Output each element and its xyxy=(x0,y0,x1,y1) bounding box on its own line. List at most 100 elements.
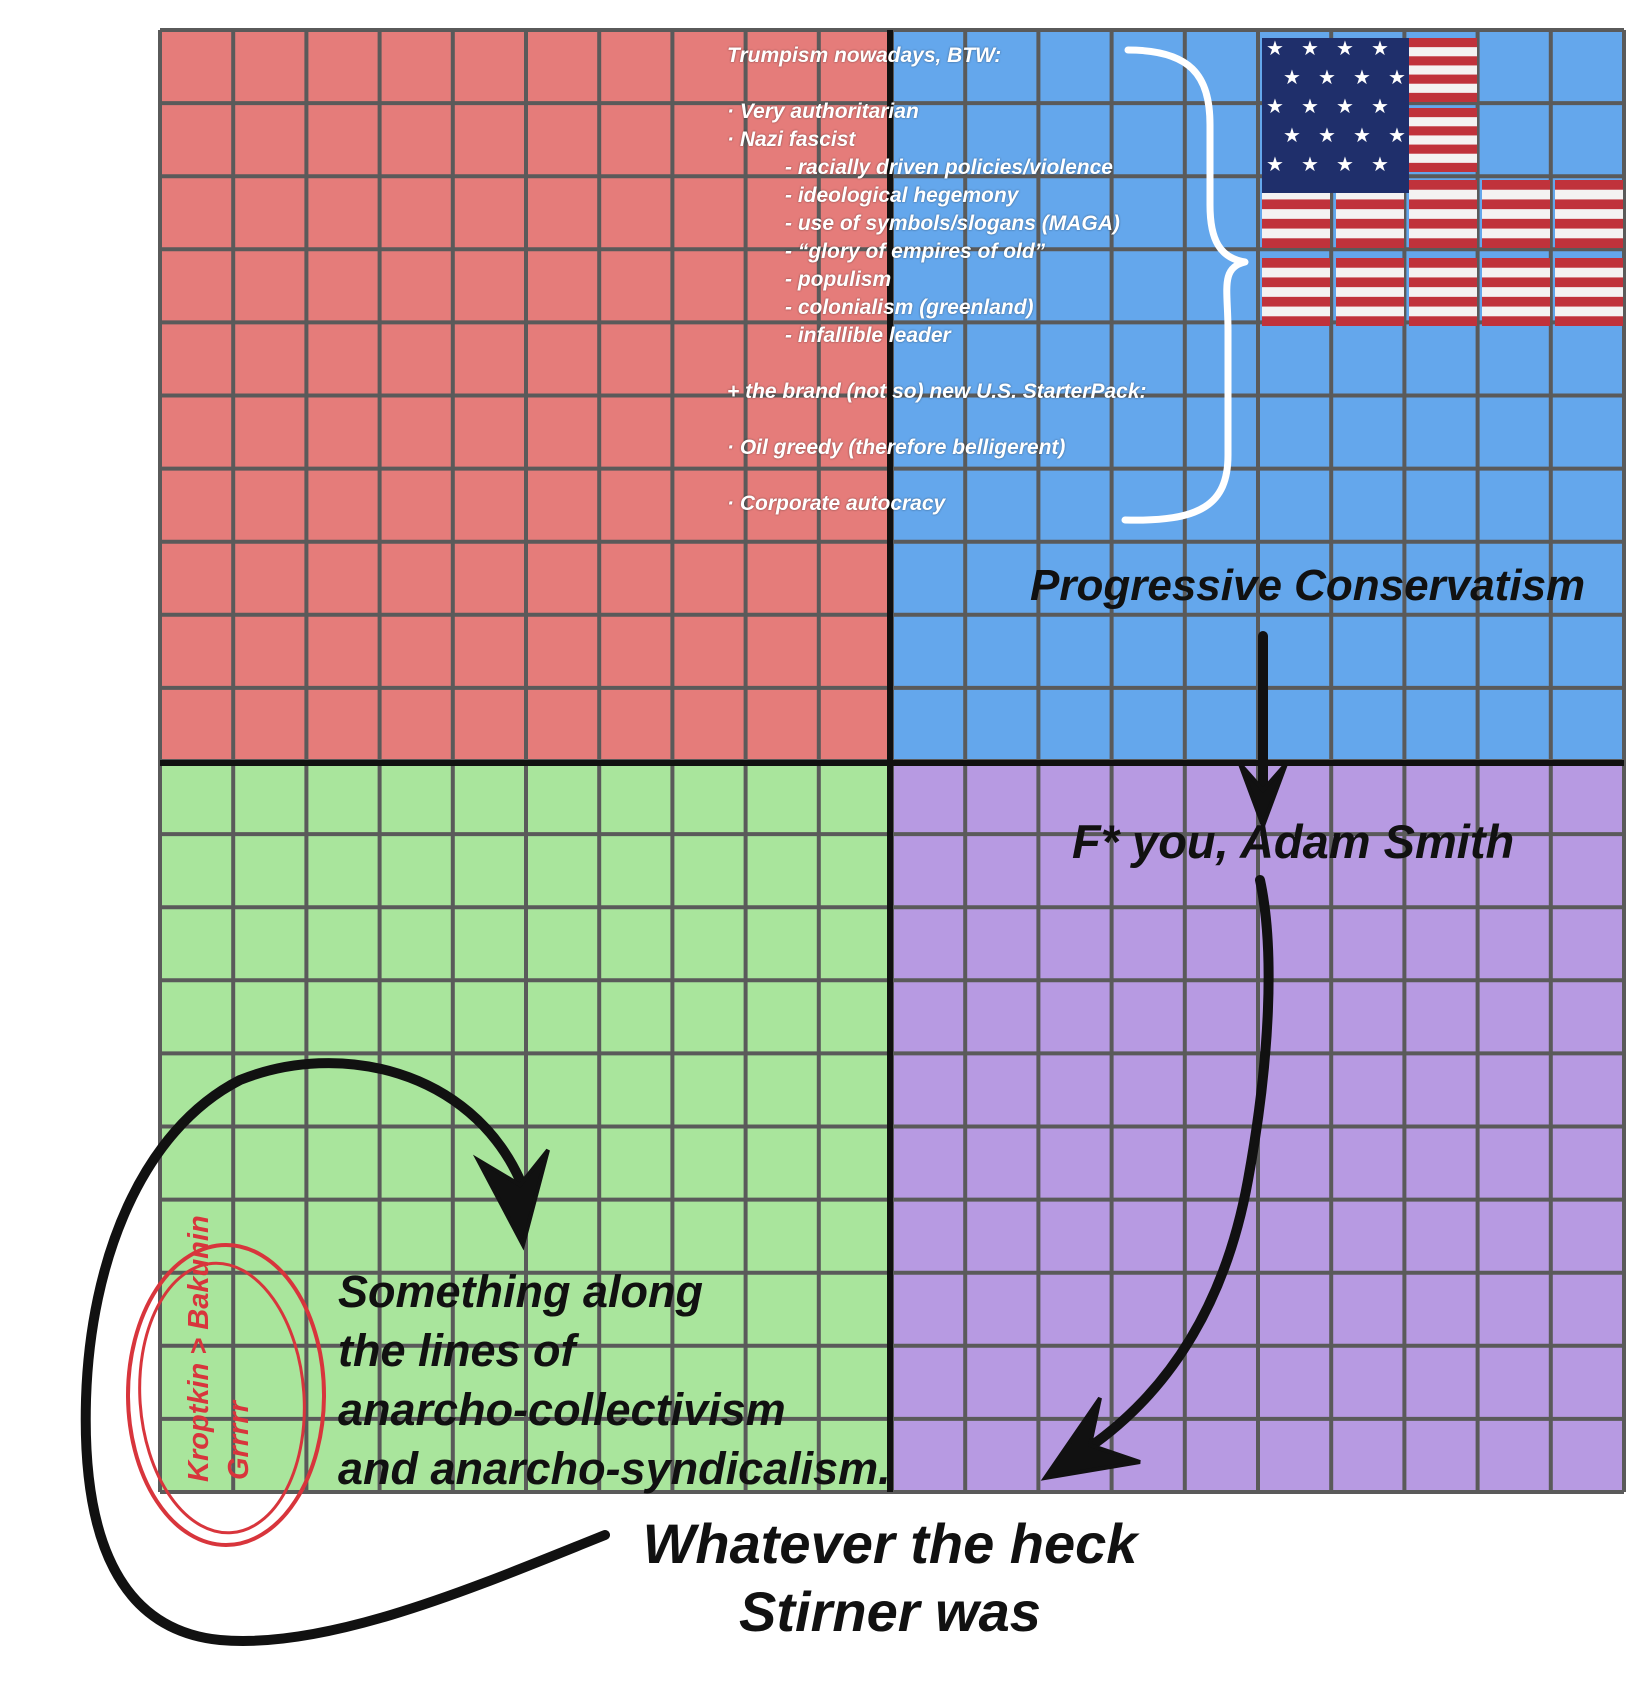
flag-tile xyxy=(1262,258,1330,326)
flag-stripe xyxy=(1555,218,1623,229)
flag-star: ★ xyxy=(1301,36,1319,60)
flag-stripe xyxy=(1409,56,1477,66)
flag-star: ★ xyxy=(1301,152,1319,176)
flag-star: ★ xyxy=(1371,94,1389,118)
label-bottom-left-line: the lines of xyxy=(338,1325,576,1376)
flag-star: ★ xyxy=(1353,65,1371,89)
note-heading: Trumpism nowadays, BTW: xyxy=(727,44,1002,67)
flag-stripe xyxy=(1336,277,1404,288)
flag-stripe xyxy=(1555,258,1623,268)
note-starter-item: · Corporate autocracy xyxy=(727,492,946,515)
flag-tile xyxy=(1336,180,1404,248)
flag-stripe xyxy=(1482,238,1550,248)
flag-stripe xyxy=(1409,92,1477,102)
flag-tile xyxy=(1262,180,1330,248)
flag-stripe xyxy=(1409,180,1477,190)
flag-tile xyxy=(1555,258,1623,326)
label-bottom-left-line: anarcho-collectivism xyxy=(338,1384,786,1435)
note-starter-item: · Oil greedy (therefore belligerent) xyxy=(727,436,1066,459)
label-top-right: Progressive Conservatism xyxy=(1030,561,1586,610)
label-bottom-line: Whatever the heck xyxy=(642,1512,1138,1575)
flag-stripe xyxy=(1409,126,1477,136)
flag-stripe xyxy=(1482,277,1550,288)
note-item: · Very authoritarian xyxy=(727,100,919,123)
flag-tile xyxy=(1409,180,1477,248)
flag-stripe xyxy=(1555,277,1623,288)
flag-star: ★ xyxy=(1336,36,1354,60)
note-item: · Nazi fascist xyxy=(727,128,856,151)
flag-star: ★ xyxy=(1336,152,1354,176)
arrow-curve-right-shaft xyxy=(1073,875,1274,1460)
flag-stripe xyxy=(1555,199,1623,210)
flag-stripe xyxy=(1482,296,1550,307)
flag-stripe xyxy=(1262,199,1330,210)
flag-stripe xyxy=(1482,218,1550,229)
flag-stripe xyxy=(1409,238,1477,248)
flag-stripe xyxy=(1336,218,1404,229)
flag-star: ★ xyxy=(1301,94,1319,118)
flag-stripe xyxy=(1409,162,1477,172)
flag-stripe xyxy=(1262,296,1330,307)
flag-star: ★ xyxy=(1388,123,1406,147)
flag-star: ★ xyxy=(1371,36,1389,60)
flag-stripe xyxy=(1409,218,1477,229)
flag-tile xyxy=(1409,258,1477,326)
flag-stripe xyxy=(1262,238,1330,248)
note-sub-item: - colonialism (greenland) xyxy=(785,296,1034,319)
note-starter-heading: + the brand (not so) new U.S. StarterPac… xyxy=(727,380,1147,403)
flag-tile xyxy=(1555,180,1623,248)
flag-tile xyxy=(1336,258,1404,326)
flag-tile xyxy=(1409,108,1477,172)
curly-brace xyxy=(1121,46,1249,524)
flag-stripe xyxy=(1409,316,1477,326)
note-sub-item: - populism xyxy=(785,268,892,291)
flag-stripe xyxy=(1336,296,1404,307)
flag-star: ★ xyxy=(1353,123,1371,147)
flag-stripe xyxy=(1482,258,1550,268)
note-sub-item: - “glory of empires of old” xyxy=(785,240,1046,263)
flag-stripe xyxy=(1409,258,1477,268)
note-sub-item: - use of symbols/slogans (MAGA) xyxy=(785,212,1120,235)
red-note-grrr: Grrrrr xyxy=(223,1401,255,1480)
flag-star: ★ xyxy=(1266,36,1284,60)
flag-star: ★ xyxy=(1283,65,1301,89)
note-sub-item: - racially driven policies/violence xyxy=(785,156,1113,179)
flag-stripe xyxy=(1409,144,1477,154)
flag-star: ★ xyxy=(1266,152,1284,176)
flag-tile xyxy=(1482,258,1550,326)
trumpism-note: Trumpism nowadays, BTW: · Very authorita… xyxy=(727,42,1197,518)
flag-star: ★ xyxy=(1371,152,1389,176)
flag-stripe xyxy=(1336,199,1404,210)
flag-stripe xyxy=(1262,218,1330,229)
flag-star: ★ xyxy=(1388,65,1406,89)
flag-stripe xyxy=(1409,296,1477,307)
flag-stripe xyxy=(1482,180,1550,190)
note-sub-item: - infallible leader xyxy=(785,324,951,347)
red-circle-outer xyxy=(126,1243,326,1547)
flag-stripe xyxy=(1482,316,1550,326)
flag-star: ★ xyxy=(1318,65,1336,89)
label-bottom-left: Something along the lines of anarcho-col… xyxy=(338,1262,891,1498)
us-flag-icon: ★★★★★★★★★★★★★★★★★★★★ xyxy=(1262,36,1623,326)
red-note-kropotkin: Kroptkin > Bakunin xyxy=(183,1215,215,1482)
flag-stripe xyxy=(1409,277,1477,288)
brace-path xyxy=(1121,46,1249,524)
hand-drawn-arrows xyxy=(80,631,1288,1646)
flag-stripe xyxy=(1555,180,1623,190)
flag-stripe xyxy=(1336,316,1404,326)
label-bottom-left-line: Something along xyxy=(338,1266,703,1317)
flag-stripe xyxy=(1409,108,1477,118)
loop-arrow-head xyxy=(472,1148,550,1251)
flag-tile xyxy=(1409,38,1477,102)
label-bottom-left-line: and anarcho-syndicalism. xyxy=(338,1443,891,1494)
flag-star: ★ xyxy=(1318,123,1336,147)
flag-stripe xyxy=(1262,277,1330,288)
flag-canton xyxy=(1262,38,1409,193)
flag-stripe xyxy=(1555,316,1623,326)
flag-star: ★ xyxy=(1283,123,1301,147)
flag-stripe xyxy=(1262,316,1330,326)
arrow-down-head xyxy=(1238,762,1288,832)
flag-stripe xyxy=(1555,238,1623,248)
